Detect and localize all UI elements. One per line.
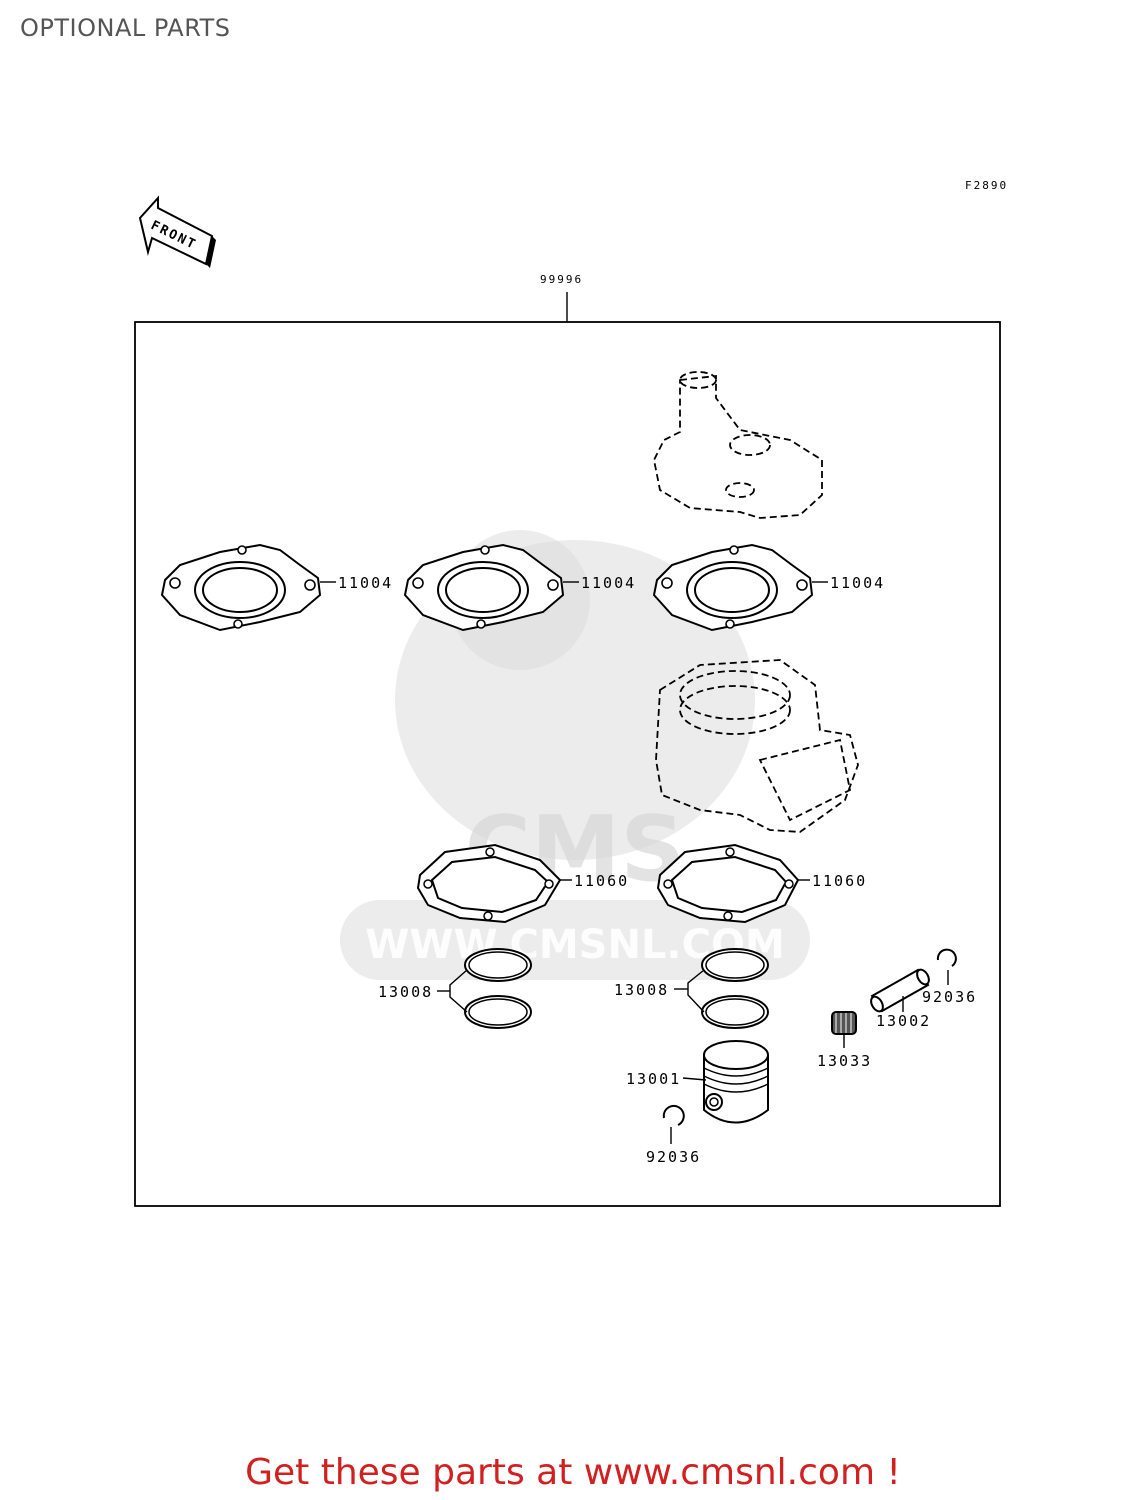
assembly-frame xyxy=(134,321,1001,1207)
cylinder xyxy=(655,659,859,833)
callout-head-gasket-3: 11004 xyxy=(830,574,885,592)
callout-needle-bearing: 13033 xyxy=(817,1052,872,1070)
head-gasket-2 xyxy=(403,543,565,632)
needle-bearing xyxy=(831,1011,857,1035)
piston xyxy=(703,1040,769,1124)
callout-piston: 13001 xyxy=(626,1070,681,1088)
circlip-2 xyxy=(662,1104,685,1126)
callout-piston-pin: 13002 xyxy=(876,1012,931,1030)
callout-base-gasket-1: 11060 xyxy=(574,872,629,890)
callout-circlip-1: 92036 xyxy=(922,988,977,1006)
cylinder-head xyxy=(653,371,823,519)
circlip-1 xyxy=(936,948,957,967)
footer-promo-link[interactable]: Get these parts at www.cmsnl.com ! xyxy=(245,1452,901,1493)
base-gasket-1 xyxy=(416,843,562,924)
piston-ring-set-2 xyxy=(701,948,769,1029)
callout-head-gasket-1: 11004 xyxy=(338,574,393,592)
assembly-label: 99996 xyxy=(540,273,583,286)
callout-base-gasket-2: 11060 xyxy=(812,872,867,890)
callout-head-gasket-2: 11004 xyxy=(581,574,636,592)
base-gasket-2 xyxy=(656,843,800,924)
piston-pin xyxy=(870,968,930,1013)
figure-code: F2890 xyxy=(965,179,1008,192)
head-gasket-3 xyxy=(652,543,814,632)
page-title: OPTIONAL PARTS xyxy=(20,14,231,42)
head-gasket-1 xyxy=(160,543,322,632)
callout-ring-set-1: 13008 xyxy=(378,983,433,1001)
callout-circlip-2: 92036 xyxy=(646,1148,701,1166)
piston-ring-set-1 xyxy=(464,948,532,1029)
callout-ring-set-2: 13008 xyxy=(614,981,669,999)
front-arrow-icon: FRONT xyxy=(138,195,216,268)
